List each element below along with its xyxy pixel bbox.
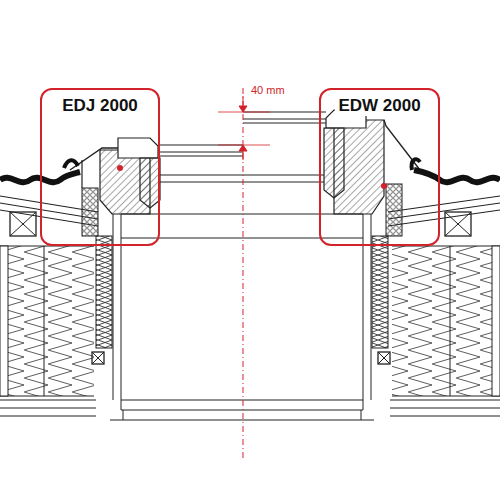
highlight-box: EDJ 2000 [40,88,160,246]
product-label: EDJ 2000 [59,96,141,116]
dimension-label: 40 mm [250,84,286,96]
highlight-box: EDW 2000 [319,88,440,246]
product-label: EDW 2000 [335,96,423,116]
